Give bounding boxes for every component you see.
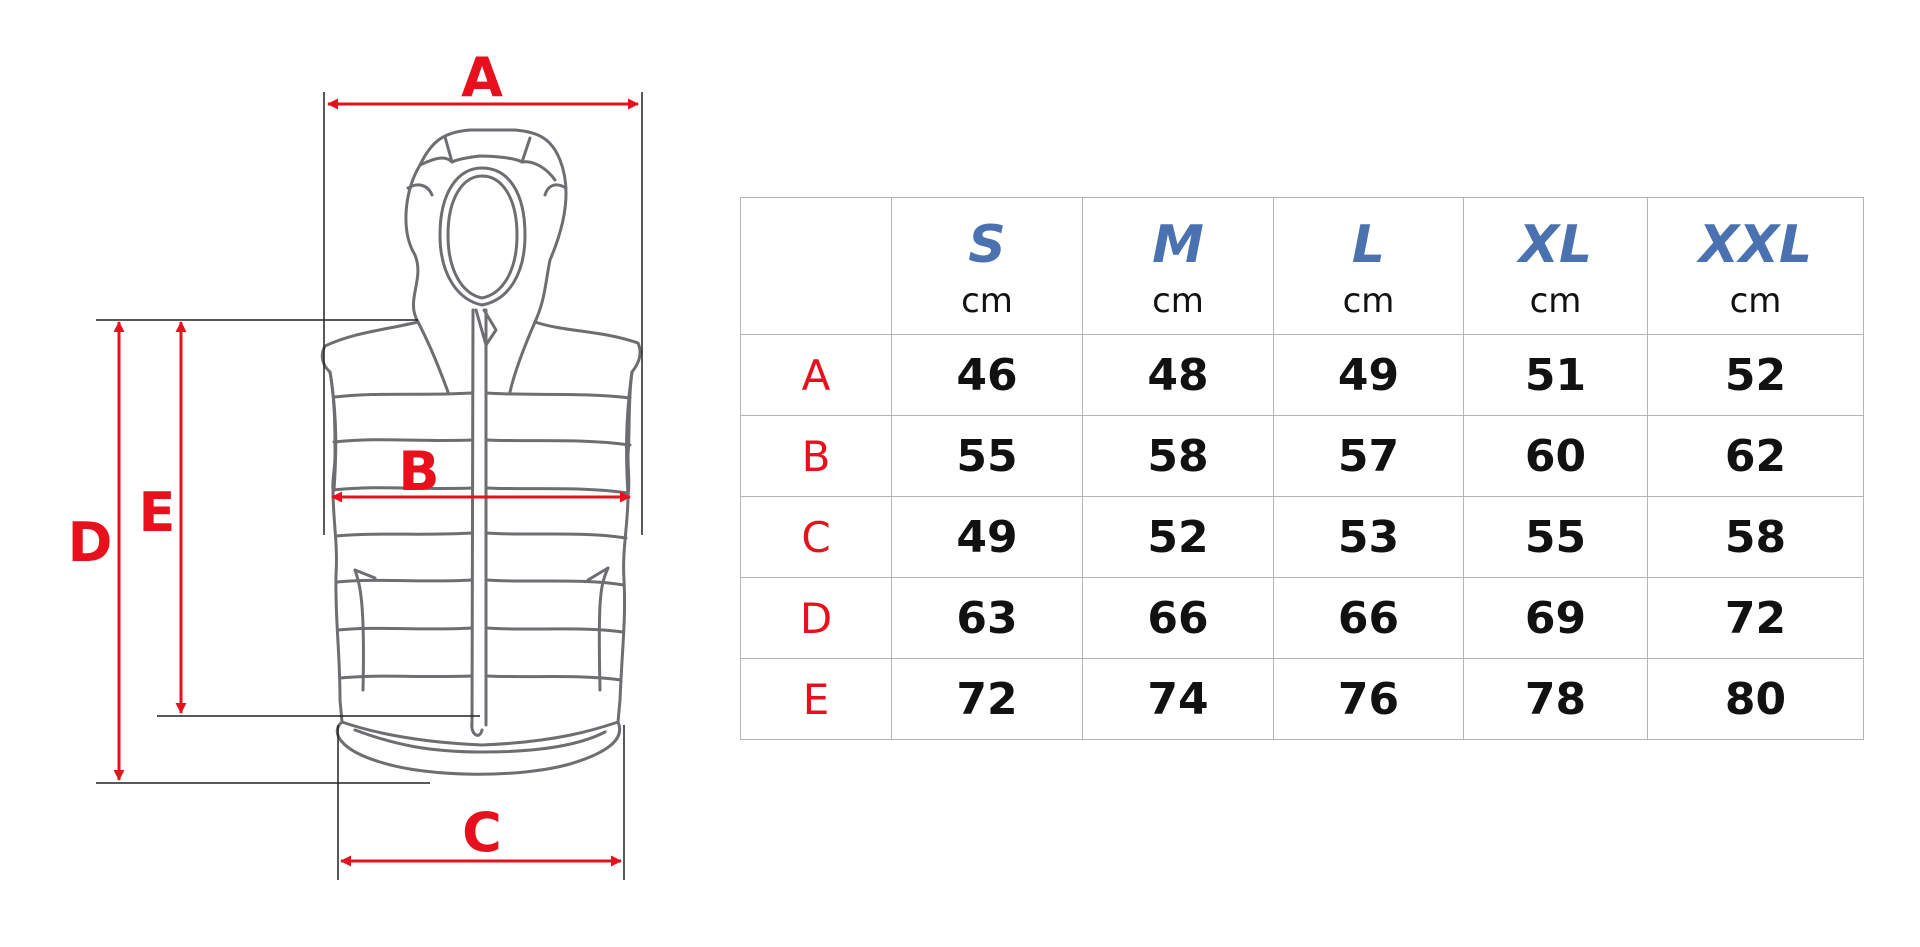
vest-measurement-diagram: A B C D E — [68, 46, 643, 880]
size-name: L — [1351, 215, 1386, 275]
dimension-label-c: C — [462, 801, 502, 864]
size-header-l: L cm — [1273, 197, 1464, 335]
size-name: XXL — [1698, 215, 1813, 275]
row-label: E — [740, 658, 892, 740]
dimension-label-a: A — [461, 46, 503, 109]
size-unit: cm — [961, 281, 1013, 321]
dimension-label-b: B — [398, 440, 439, 503]
size-chart-table: S cm M cm L cm XL cm XXL cm A 46 48 49 5… — [740, 197, 1864, 740]
table-row-b: B 55 58 57 60 62 — [740, 415, 1864, 497]
measurement-cell: 69 — [1463, 577, 1648, 659]
measurement-cell: 72 — [891, 658, 1083, 740]
size-name: XL — [1518, 215, 1593, 275]
dimension-label-e: E — [139, 481, 176, 544]
dimension-guide-lines — [96, 92, 643, 880]
row-label: C — [740, 496, 892, 578]
measurement-cell: 62 — [1647, 415, 1864, 497]
measurement-cell: 76 — [1273, 658, 1464, 740]
row-label: A — [740, 334, 892, 416]
measurement-cell: 58 — [1082, 415, 1274, 497]
measurement-cell: 72 — [1647, 577, 1864, 659]
size-unit: cm — [1729, 281, 1782, 321]
measurement-cell: 53 — [1273, 496, 1464, 578]
measurement-cell: 60 — [1463, 415, 1648, 497]
size-header-xl: XL cm — [1463, 197, 1648, 335]
row-label: D — [740, 577, 892, 659]
size-header-s: S cm — [891, 197, 1083, 335]
size-unit: cm — [1152, 281, 1204, 321]
measurement-cell: 48 — [1082, 334, 1274, 416]
measurement-cell: 78 — [1463, 658, 1648, 740]
measurement-cell: 80 — [1647, 658, 1864, 740]
measurement-cell: 52 — [1082, 496, 1274, 578]
measurement-cell: 74 — [1082, 658, 1274, 740]
size-unit: cm — [1529, 281, 1582, 321]
size-unit: cm — [1342, 281, 1395, 321]
measurement-cell: 49 — [1273, 334, 1464, 416]
measurement-cell: 55 — [1463, 496, 1648, 578]
size-header-row: S cm M cm L cm XL cm XXL cm — [740, 197, 1864, 335]
measurement-cell: 49 — [891, 496, 1083, 578]
measurement-cell: 66 — [1273, 577, 1464, 659]
measurement-cell: 66 — [1082, 577, 1274, 659]
measurement-cell: 57 — [1273, 415, 1464, 497]
measurement-cell: 63 — [891, 577, 1083, 659]
size-name: S — [968, 215, 1006, 275]
size-header-m: M cm — [1082, 197, 1274, 335]
measurement-cell: 52 — [1647, 334, 1864, 416]
size-name: M — [1152, 215, 1204, 275]
dimension-arrows — [113, 98, 639, 867]
row-label: B — [740, 415, 892, 497]
measurement-cell: 58 — [1647, 496, 1864, 578]
table-row-c: C 49 52 53 55 58 — [740, 496, 1864, 578]
table-row-a: A 46 48 49 51 52 — [740, 334, 1864, 416]
vest-outline-icon — [320, 128, 642, 776]
measurement-cell: 51 — [1463, 334, 1648, 416]
table-row-e: E 72 74 76 78 80 — [740, 658, 1864, 740]
measurement-cell: 46 — [891, 334, 1083, 416]
measurement-cell: 55 — [891, 415, 1083, 497]
dimension-label-d: D — [68, 511, 113, 574]
corner-cell — [740, 197, 892, 335]
size-header-xxl: XXL cm — [1647, 197, 1864, 335]
table-row-d: D 63 66 66 69 72 — [740, 577, 1864, 659]
